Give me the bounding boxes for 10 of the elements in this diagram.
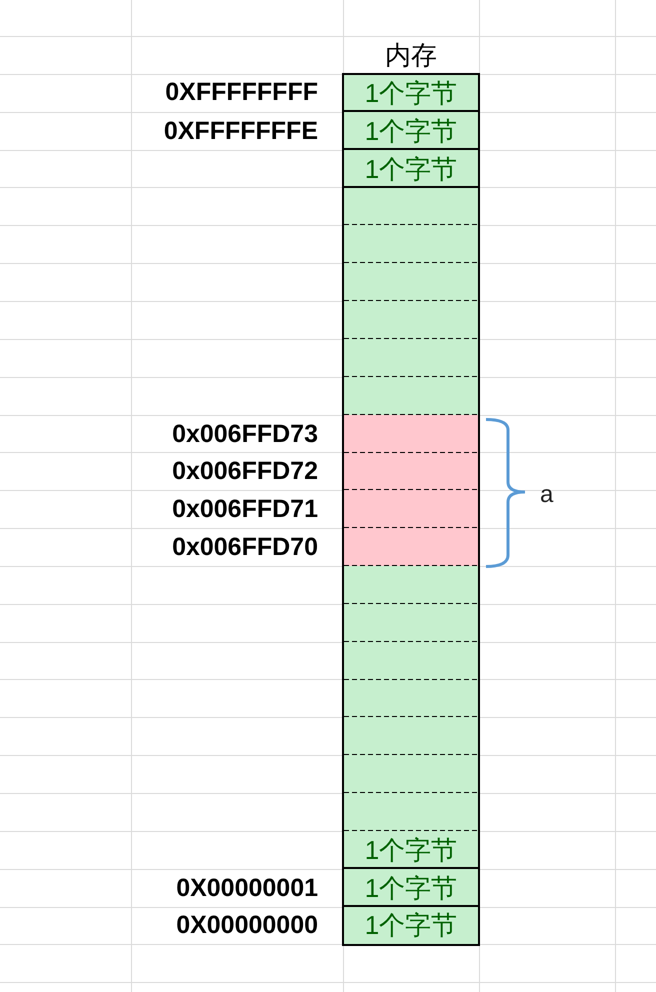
address-label: 0X00000000 bbox=[176, 910, 318, 941]
address-label: 0x006FFD73 bbox=[172, 419, 318, 450]
address-label: 0x006FFD72 bbox=[172, 456, 318, 487]
address-label: 0x006FFD71 bbox=[172, 494, 318, 525]
address-label: 0X00000001 bbox=[176, 873, 318, 904]
address-label: 0XFFFFFFFF bbox=[165, 77, 318, 108]
column-heading: 内存 bbox=[385, 39, 437, 72]
address-label: 0x006FFD70 bbox=[172, 532, 318, 563]
address-label: 0XFFFFFFFE bbox=[164, 116, 318, 147]
variable-label: a bbox=[540, 480, 554, 510]
